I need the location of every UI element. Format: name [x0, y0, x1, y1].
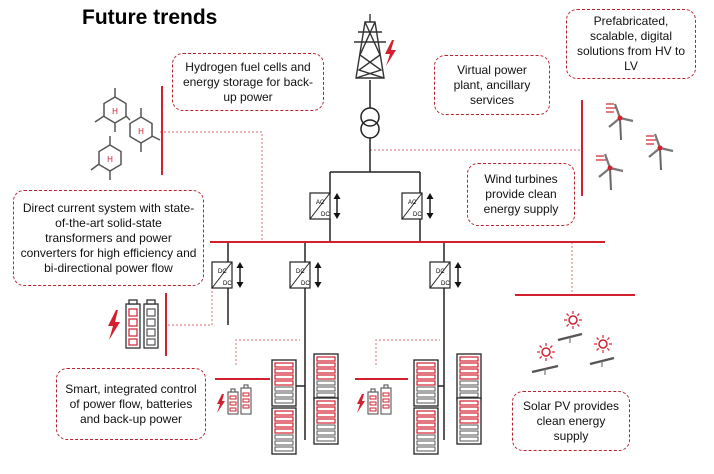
lightning-icon — [217, 394, 365, 413]
lightning-icon — [108, 310, 120, 340]
callout-hydrogen: Hydrogen fuel cells and energy storage f… — [172, 53, 324, 111]
callout-direct-current-text: Direct current system with state-of-the-… — [20, 200, 197, 275]
wind-turbine-icon — [596, 102, 675, 192]
callout-virtual-power-plant-text: Virtual power plant, ancillary services — [453, 62, 531, 107]
h2-label: H — [138, 127, 144, 136]
converter-icon: AC DC — [309, 192, 342, 220]
callout-direct-current: Direct current system with state-of-the-… — [13, 190, 204, 286]
converter-dc-label: DC — [296, 269, 305, 275]
converter-icon: DC DC — [211, 261, 245, 289]
page-title: Future trends — [82, 6, 218, 29]
converter-dc-label: DC — [321, 212, 330, 218]
converter-icon: DC DC — [429, 261, 463, 289]
converter-icon: AC DC — [401, 192, 435, 220]
callout-prefabricated-text: Prefabricated, scalable, digital solutio… — [576, 14, 686, 73]
callout-wind: Wind turbines provide clean energy suppl… — [467, 163, 575, 226]
converter-dc-label: DC — [413, 212, 422, 218]
callout-solar: Solar PV provides clean energy supply — [512, 391, 630, 451]
converter-dc-label: DC — [301, 281, 310, 287]
callout-hydrogen-text: Hydrogen fuel cells and energy storage f… — [182, 59, 314, 104]
callout-smart-control: Smart, integrated control of power flow,… — [56, 368, 206, 440]
red-buses — [161, 86, 635, 380]
converter-dc-label: DC — [441, 281, 450, 287]
battery-icon — [227, 384, 252, 415]
dc-network-lines — [227, 80, 445, 440]
server-rack-icon — [413, 353, 482, 455]
battery-icon — [367, 384, 392, 415]
h2-label: H — [112, 107, 118, 116]
converter-ac-label: AC — [408, 200, 417, 206]
transformer-icon — [360, 107, 380, 139]
converter-dc-label: DC — [223, 281, 232, 287]
converter-icon: DC DC — [289, 261, 323, 289]
converter-ac-label: AC — [316, 200, 325, 206]
callout-virtual-power-plant: Virtual power plant, ancillary services — [434, 55, 550, 115]
h2-label: H — [107, 155, 113, 164]
callout-prefabricated: Prefabricated, scalable, digital solutio… — [566, 9, 696, 79]
lightning-icon — [385, 40, 396, 66]
dotted-feeders — [160, 131, 580, 365]
solar-panel-icon — [531, 310, 615, 375]
converter-dc-label: DC — [436, 269, 445, 275]
transmission-tower-icon — [354, 14, 386, 79]
callout-wind-text: Wind turbines provide clean energy suppl… — [483, 172, 559, 216]
converter-dc-label: DC — [218, 269, 227, 275]
hydrogen-molecule-icon: H H H — [90, 87, 161, 181]
battery-icon — [125, 299, 159, 349]
callout-solar-text: Solar PV provides clean energy supply — [522, 398, 620, 443]
callout-smart-control-text: Smart, integrated control of power flow,… — [65, 381, 197, 426]
